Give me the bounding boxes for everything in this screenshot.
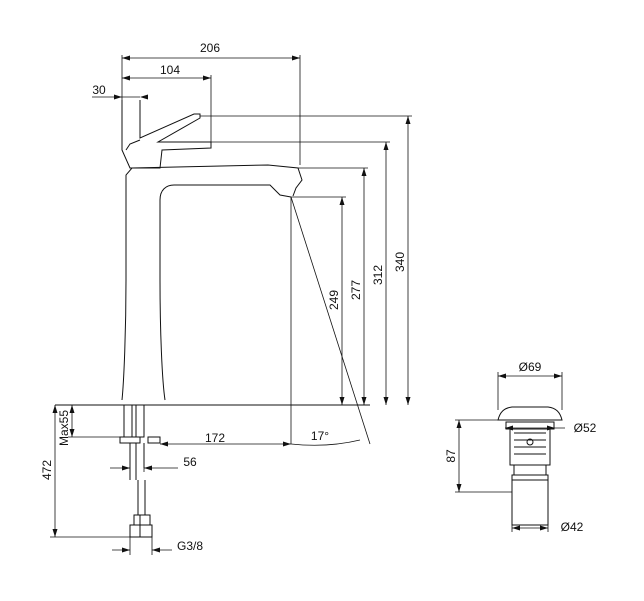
faucet-outline (121, 100, 303, 401)
shank-assembly (119, 404, 161, 538)
dim-104-label: 104 (160, 63, 180, 77)
dimension-340 (405, 116, 411, 405)
waste-valve-outline (497, 406, 563, 476)
waste-42-label: Ø42 (561, 520, 584, 534)
dim-172-label: 172 (205, 431, 225, 445)
angle-arc (290, 439, 361, 446)
dimension-30 (92, 94, 148, 100)
dimension-waste-52 (505, 425, 565, 431)
dimension-104 (122, 75, 212, 142)
dim-max55-label: Max55 (57, 410, 71, 446)
dim-g38-label: G3/8 (177, 539, 203, 553)
dim-340-label: 340 (393, 252, 407, 272)
dimension-g38 (112, 537, 172, 555)
dimension-waste-87 (455, 419, 512, 493)
dimension-312 (383, 142, 389, 405)
angle-label: 17° (311, 429, 329, 443)
waste-87-label: 87 (444, 449, 458, 463)
dimension-472 (50, 405, 130, 538)
waste-52-label: Ø52 (574, 421, 597, 435)
dim-206-label: 206 (200, 41, 220, 55)
dim-312-label: 312 (371, 265, 385, 285)
dimension-277 (361, 168, 367, 405)
dimension-249 (339, 197, 345, 405)
dim-56-label: 56 (183, 455, 197, 469)
waste-tail (511, 474, 549, 526)
dimension-max55 (68, 405, 120, 438)
dimension-waste-42 (511, 525, 549, 532)
dimension-206 (121, 55, 301, 165)
flow-line (290, 196, 371, 445)
dim-249-label: 249 (327, 290, 341, 310)
dimension-172 (160, 441, 291, 447)
dimension-56 (110, 465, 178, 480)
dim-30-label: 30 (92, 83, 106, 97)
dimension-waste-69 (497, 372, 563, 410)
dim-472-label: 472 (40, 460, 54, 480)
dim-277-label: 277 (349, 280, 363, 300)
waste-69-label: Ø69 (519, 360, 542, 374)
